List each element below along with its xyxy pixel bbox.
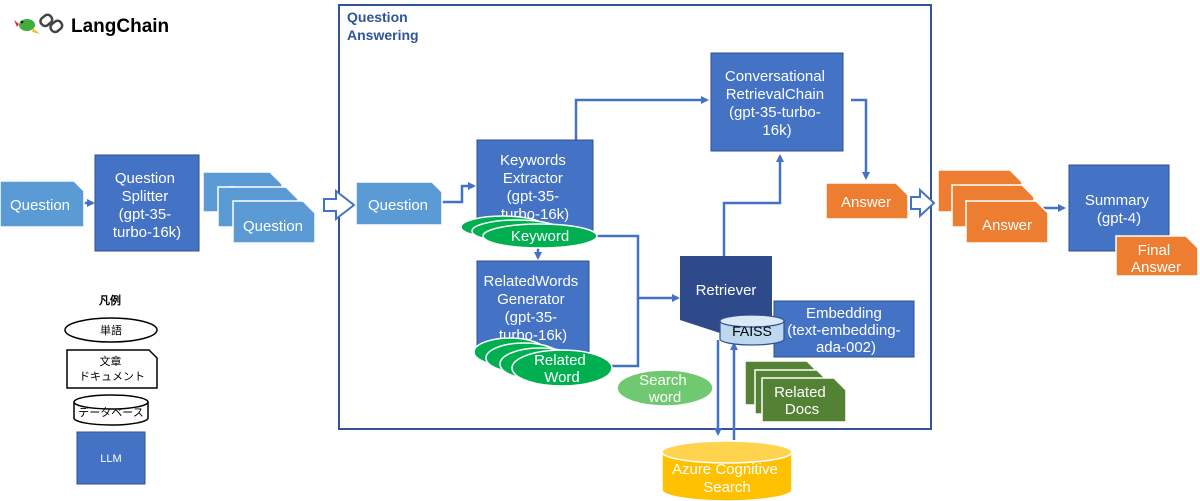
svg-text:Embedding (text-embeddin: Embedding (text-embedding- ada-002) (787, 305, 905, 356)
azure-cognitive-search-db: Azure Cognitive Search (661, 440, 793, 501)
conversational-retrievalchain-llm: Conversational RetrievalChain (gpt-35-tu… (710, 52, 844, 152)
svg-text:Final Answer: Final Answer (1131, 242, 1181, 276)
question-splitter-llm: Question Splitter (gpt-35- turbo-16k) (94, 154, 200, 252)
question-input-doc: Question (0, 180, 85, 228)
svg-text:Summary (gpt-4): Summary (gpt-4) (1085, 192, 1153, 227)
svg-text:Conversational Retrieval: Conversational RetrievalChain (gpt-35-tu… (725, 68, 829, 139)
svg-text:単語: 単語 (100, 323, 122, 337)
legend-document: 文章 ドキュメント (66, 349, 158, 389)
svg-text:Search word: Search word (639, 372, 691, 406)
arrow-keywords-to-chain (574, 96, 709, 140)
related-docs-stack: Related Docs (744, 360, 847, 423)
related-word-ellipse-stack: Related Word (473, 337, 613, 387)
faiss-database: FAISS (719, 314, 785, 346)
arrow-chain-to-answer (851, 98, 870, 180)
legend-word: 単語 (64, 317, 158, 343)
connector-related-to-retriever (612, 298, 640, 368)
related-word-label: Related Word (534, 352, 590, 386)
answer-doc-stack: Answer (937, 169, 1049, 244)
keyword-label: Keyword (511, 228, 569, 245)
svg-text:Keywords Extractor: Keywords Extractor (gpt-35- turbo-16k) (500, 152, 570, 223)
block-arrow-out-qa (910, 187, 936, 219)
svg-text:Question Splitter: Question Splitter (gpt-35- turbo-16k) (113, 170, 181, 241)
svg-text:Question: Question (10, 197, 70, 214)
arrow-keyword-to-retriever (596, 234, 680, 302)
arrow-question-to-keywords (442, 182, 476, 204)
legend-title: 凡例 (99, 293, 121, 307)
legend-database: データベース (73, 394, 149, 426)
parrot-icon (14, 19, 40, 34)
panel-title-line1: Question (347, 9, 408, 25)
block-arrow-into-qa (323, 188, 356, 222)
chain-link-icon (39, 13, 64, 34)
qa-question-doc: Question (355, 181, 443, 226)
svg-text:データベース: データベース (78, 405, 143, 419)
related-docs-label: Related Docs (774, 384, 830, 418)
keyword-ellipse-stack: Keyword (460, 215, 598, 249)
final-answer-doc: Final Answer (1115, 235, 1199, 277)
answer-doc-inner: Answer (825, 182, 909, 220)
svg-text:Question: Question (368, 197, 428, 214)
legend: 凡例 単語 文章 ドキュメント データベース LLM (64, 293, 158, 485)
arrow-retriever-to-chain (722, 154, 784, 256)
embedding-llm: Embedding (text-embedding- ada-002) (773, 300, 915, 358)
faiss-label: FAISS (732, 323, 772, 339)
svg-text:Retriever: Retriever (696, 282, 757, 299)
svg-text:Azure Cognitive Search: Azure Cognitive Search (672, 461, 782, 496)
panel-title-line2: Answering (347, 27, 419, 43)
svg-text:文章 ドキュメント: 文章 ドキュメント (79, 354, 145, 383)
split-question-stack: Q Q Question (202, 171, 316, 244)
search-word-ellipse: Search word (616, 369, 714, 407)
logo-text: LangChain (71, 16, 169, 37)
answer-stack-label: Answer (982, 217, 1032, 234)
split-question-label: Question (243, 218, 303, 235)
svg-text:Answer: Answer (841, 194, 891, 211)
logo: LangChain (14, 13, 169, 37)
legend-llm: LLM (76, 431, 146, 485)
svg-text:LLM: LLM (100, 453, 121, 465)
